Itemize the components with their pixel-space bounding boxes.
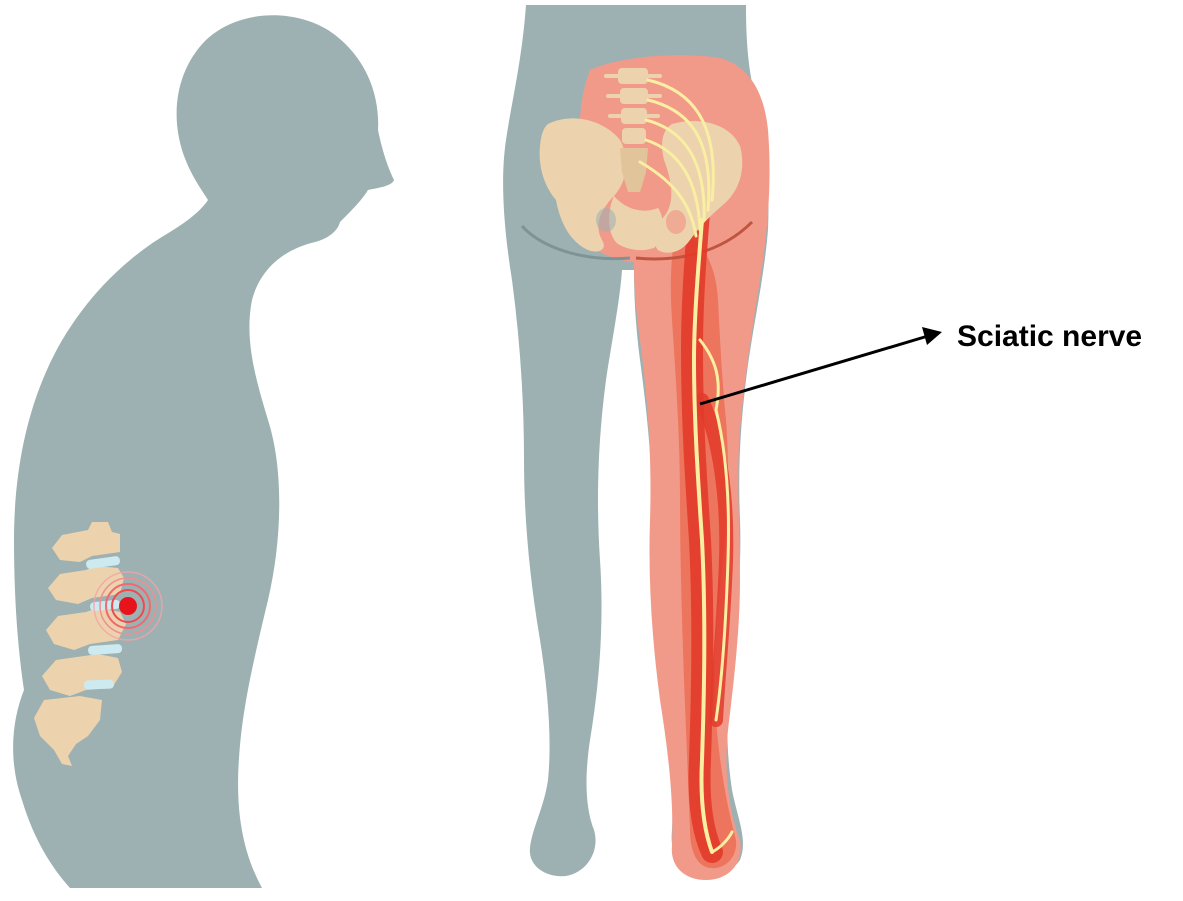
disc-4 bbox=[84, 679, 114, 689]
back-view-figure bbox=[503, 5, 769, 880]
side-view-figure bbox=[13, 15, 394, 888]
obturator-left bbox=[596, 208, 616, 232]
annotation-arrowhead bbox=[922, 327, 942, 345]
side-body-silhouette bbox=[13, 15, 394, 888]
sciatic-nerve-label: Sciatic nerve bbox=[957, 320, 1142, 353]
sciatic-nerve-annotation: Sciatic nerve bbox=[700, 320, 1142, 404]
pain-center bbox=[119, 597, 137, 615]
obturator-right bbox=[666, 210, 686, 234]
back-vertebra-4 bbox=[622, 128, 646, 144]
